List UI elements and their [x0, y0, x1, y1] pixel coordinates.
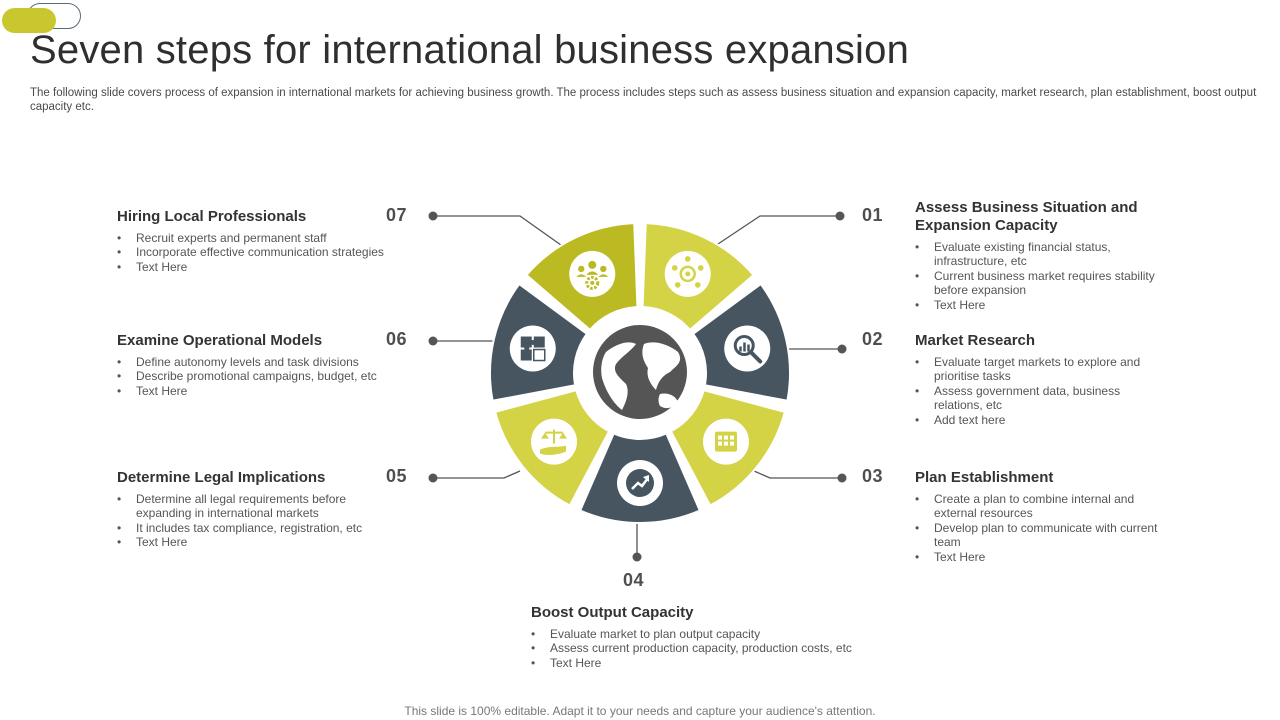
step-06-bullets: Define autonomy levels and task division…	[117, 355, 387, 399]
step-06-number: 06	[386, 329, 408, 349]
step-05-bullets: Determine all legal requirements before …	[117, 492, 377, 550]
connector-dot-02	[837, 344, 847, 354]
step-02-title: Market Research	[915, 332, 1036, 349]
step-06-bullet: Define autonomy levels and task division…	[117, 355, 387, 370]
step-04-bullet: Text Here	[531, 656, 871, 671]
step-04-bullet: Evaluate market to plan output capacity	[531, 627, 871, 642]
calendar-grid-icon	[703, 418, 750, 465]
connector-dot-05	[428, 473, 438, 483]
connector-dot-04	[632, 552, 642, 562]
step-07-block: Hiring Local Professionals Recruit exper…	[117, 208, 397, 275]
step-03-bullets: Create a plan to combine internal and ex…	[915, 492, 1165, 564]
step-07-bullets: Recruit experts and permanent staff Inco…	[117, 231, 397, 275]
step-01-bullet: Current business market requires stabili…	[915, 269, 1155, 298]
slide-footer: This slide is 100% editable. Adapt it to…	[404, 704, 876, 718]
step-05-title: Determine Legal Implications	[117, 469, 326, 486]
connector-dot-03	[837, 473, 847, 483]
team-gear-icon	[569, 250, 616, 297]
globe-icon	[593, 325, 687, 419]
step-07-bullet: Text Here	[117, 260, 397, 275]
step-04-title: Boost Output Capacity	[531, 604, 694, 621]
decor-pill-fill	[2, 8, 56, 33]
step-01-bullets: Evaluate existing financial status, infr…	[915, 240, 1155, 312]
connector-dot-01	[835, 211, 845, 221]
puzzle-icon	[509, 325, 556, 372]
step-01-block: Assess Business Situation and Expansion …	[915, 199, 1155, 312]
step-07-title: Hiring Local Professionals	[117, 208, 307, 225]
step-02-bullet: Add text here	[915, 413, 1155, 428]
connector-07	[434, 215, 569, 251]
growth-arrow-icon	[617, 460, 663, 506]
slide-subtitle: The following slide covers process of ex…	[30, 87, 1257, 113]
step-02-bullet: Assess government data, business relatio…	[915, 384, 1155, 413]
step-07-bullet: Recruit experts and permanent staff	[117, 231, 397, 246]
connector-dot-07	[428, 211, 438, 221]
step-05-block: Determine Legal Implications Determine a…	[117, 469, 377, 550]
step-02-number: 02	[862, 329, 884, 349]
network-gear-icon	[664, 250, 711, 297]
magnifier-chart-icon	[724, 325, 771, 372]
step-02-block: Market Research Evaluate target markets …	[915, 332, 1155, 427]
step-06-title: Examine Operational Models	[117, 332, 323, 349]
step-03-bullet: Create a plan to combine internal and ex…	[915, 492, 1165, 521]
step-05-bullet: Text Here	[117, 535, 377, 550]
step-07-bullet: Incorporate effective communication stra…	[117, 245, 397, 260]
step-02-bullets: Evaluate target markets to explore and p…	[915, 355, 1155, 427]
step-03-bullet: Develop plan to communicate with current…	[915, 521, 1165, 550]
step-03-block: Plan Establishment Create a plan to comb…	[915, 469, 1165, 564]
step-06-bullet: Describe promotional campaigns, budget, …	[117, 369, 387, 384]
step-05-bullet: Determine all legal requirements before …	[117, 492, 377, 521]
connector-dot-06	[428, 336, 438, 346]
step-07-number: 07	[386, 205, 408, 225]
step-04-number: 04	[623, 570, 645, 590]
step-03-bullet: Text Here	[915, 550, 1165, 565]
step-02-bullet: Evaluate target markets to explore and p…	[915, 355, 1155, 384]
hand-scales-icon	[530, 418, 577, 465]
step-04-bullet: Assess current production capacity, prod…	[531, 641, 871, 656]
slide-title: Seven steps for international business e…	[30, 28, 910, 72]
step-03-number: 03	[862, 466, 884, 486]
step-06-bullet: Text Here	[117, 384, 387, 399]
step-05-number: 05	[386, 466, 408, 486]
connector-03	[753, 470, 840, 479]
step-03-title: Plan Establishment	[915, 469, 1054, 486]
step-01-bullet: Evaluate existing financial status, infr…	[915, 240, 1155, 269]
step-05-bullet: It includes tax compliance, registration…	[117, 521, 377, 536]
connector-01	[711, 215, 838, 249]
step-01-bullet: Text Here	[915, 298, 1155, 313]
step-04-block: Boost Output Capacity Evaluate market to…	[531, 604, 871, 671]
step-04-bullets: Evaluate market to plan output capacity …	[531, 627, 871, 671]
step-01-title: Assess Business Situation and Expansion …	[915, 199, 1138, 234]
step-06-block: Examine Operational Models Define autono…	[117, 332, 387, 399]
connector-05	[434, 470, 521, 479]
step-01-number: 01	[862, 205, 884, 225]
